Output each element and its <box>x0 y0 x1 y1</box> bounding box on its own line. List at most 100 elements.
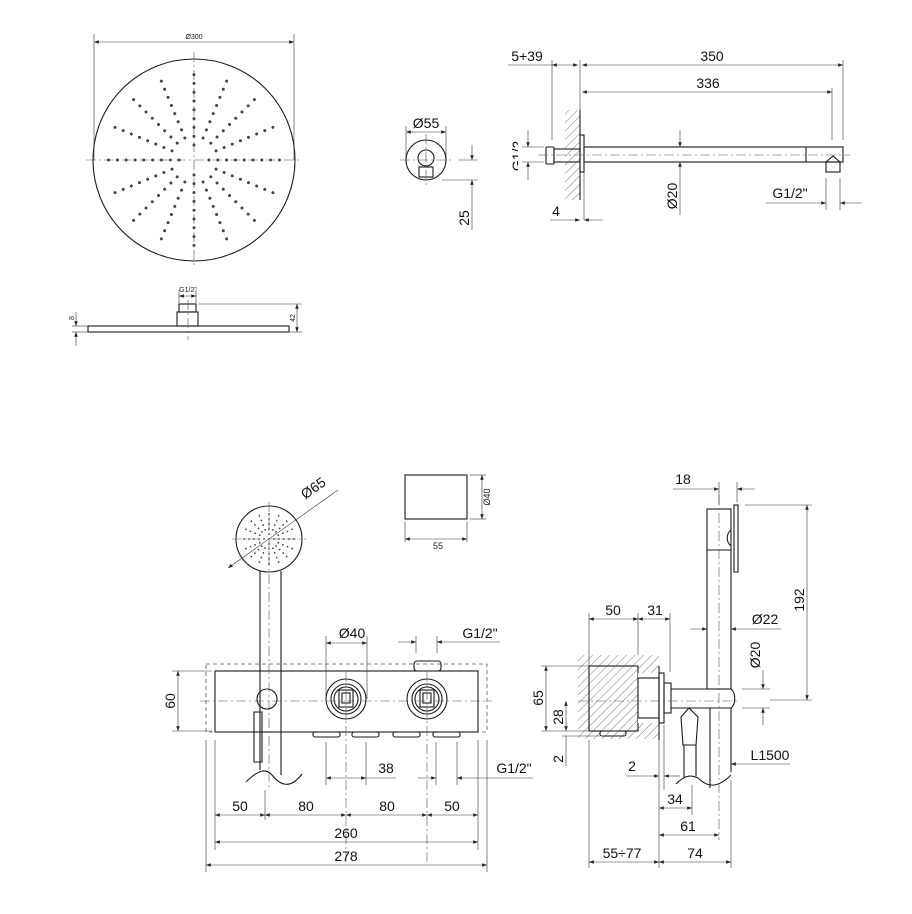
nozzle-dot <box>138 104 142 108</box>
nozzle-dot <box>192 125 196 129</box>
nozzle-dot <box>242 158 246 162</box>
connector-body <box>176 311 199 327</box>
flange-diameter-label: Ø55 <box>413 115 440 131</box>
nozzle-dot <box>277 534 280 537</box>
nozzle-dot <box>192 108 196 112</box>
center-length-label: 336 <box>696 75 720 91</box>
nozzle-dot <box>209 175 213 179</box>
nozzle-dot <box>180 128 184 132</box>
nozzle-dot <box>233 158 237 162</box>
nozzle-dot <box>192 117 196 121</box>
nozzle-dot <box>192 90 196 94</box>
nozzle-dot <box>154 174 158 178</box>
nozzle-dot <box>252 218 256 222</box>
nozzle-dot <box>277 561 280 563</box>
nozzle-dot <box>168 158 172 162</box>
nozzle-dot <box>286 545 289 548</box>
nozzle-dot <box>261 545 263 547</box>
nozzle-dot <box>169 135 173 139</box>
nozzle-dot <box>129 184 133 188</box>
gap-vertical-label: 2 <box>550 755 566 763</box>
nozzle-dot <box>275 556 278 559</box>
nozzle-dot <box>245 547 247 550</box>
nozzle-dot <box>281 532 284 535</box>
nozzle-dot <box>166 95 170 99</box>
nozzle-dot <box>207 158 211 162</box>
hand-shower: Ø65 <box>227 474 339 790</box>
nozzle-dot <box>159 158 163 162</box>
nozzle-dot <box>258 541 261 544</box>
bottom-outlet-label: G1/2" <box>496 760 531 776</box>
nozzle-dot <box>170 149 174 153</box>
nozzle-dot <box>247 135 251 139</box>
flange-thickness-label: 4 <box>552 203 560 219</box>
valve-block-view: Ø40 55 <box>404 474 492 551</box>
nozzle-dot <box>124 158 128 162</box>
nozzle-dot <box>240 206 244 210</box>
shower-arm-view: 5+39 350 336 G1/2 Ø20 4 G1/2" <box>508 48 862 222</box>
nozzle-dot <box>255 132 259 136</box>
nozzle-dot <box>133 158 137 162</box>
nozzle-dot <box>192 173 196 177</box>
nozzle-dot <box>204 188 208 192</box>
nozzle-dot <box>157 123 161 127</box>
nozzle-dot <box>249 530 252 533</box>
wall-flange-view: Ø55 25 <box>400 115 478 230</box>
nozzle-dot <box>132 98 136 102</box>
bar-offset-label: 18 <box>675 471 691 487</box>
nozzle-dot <box>278 548 281 551</box>
nozzle-dot <box>146 139 150 143</box>
nozzle-dot <box>218 95 222 99</box>
nozzle-dot <box>173 112 177 116</box>
nozzle-dot <box>238 177 242 181</box>
nozzle-dot <box>271 191 275 195</box>
nozzle-dot <box>107 158 111 162</box>
nozzle-dot <box>192 226 196 230</box>
nozzle-dot <box>281 543 284 546</box>
nozzle-dot <box>285 520 288 523</box>
wall-hatch <box>565 110 580 200</box>
tube-diameter-label: Ø20 <box>664 183 680 210</box>
nozzle-dot <box>211 112 215 116</box>
nozzle-dot <box>243 538 245 540</box>
mixer-front-view: Ø65 60 Ø40 G1/2" 38 G1/2" <box>162 474 533 872</box>
nozzle-dot <box>144 110 148 114</box>
nozzle-dot <box>275 519 278 522</box>
block-diameter-label: Ø40 <box>482 488 492 505</box>
spacing-label-2: 80 <box>298 798 314 814</box>
nozzle-dot <box>192 81 196 85</box>
nozzle-dot <box>154 142 158 146</box>
nozzle-dot <box>262 551 265 554</box>
nozzle-dot <box>262 524 265 527</box>
nozzle-dot <box>221 187 225 191</box>
nozzle-dot <box>211 204 215 208</box>
nozzle-dot <box>175 141 179 145</box>
hose-diameter-label: Ø20 <box>747 642 763 669</box>
nozzle-dot <box>163 187 167 191</box>
nozzle-dot <box>138 212 142 216</box>
spacing-label-1: 50 <box>232 798 248 814</box>
nozzle-dot <box>286 530 289 533</box>
body-width-label: 260 <box>334 825 358 841</box>
nozzle-dot <box>227 193 231 197</box>
nozzle-dot <box>254 543 257 546</box>
total-length-label: 350 <box>700 48 724 64</box>
nozzle-dot <box>225 237 229 241</box>
nozzle-dot <box>209 141 213 145</box>
nozzle-dot <box>268 553 270 555</box>
nozzle-dot <box>268 513 270 515</box>
nozzle-dot <box>268 518 270 520</box>
nozzle-dot <box>192 199 196 203</box>
nozzle-dot <box>163 129 167 133</box>
nozzle-dot <box>282 552 285 555</box>
box-depth-label: 50 <box>605 602 621 618</box>
connection-label: G1/2" <box>179 287 197 294</box>
nozzle-dot <box>285 555 288 558</box>
nozzle-dot <box>273 524 276 527</box>
nozzle-dot <box>192 182 196 186</box>
nozzle-dot <box>183 136 187 140</box>
flange-offset-label: 25 <box>456 210 472 226</box>
nozzle-dot <box>214 149 218 153</box>
nozzle-dot <box>269 158 273 162</box>
